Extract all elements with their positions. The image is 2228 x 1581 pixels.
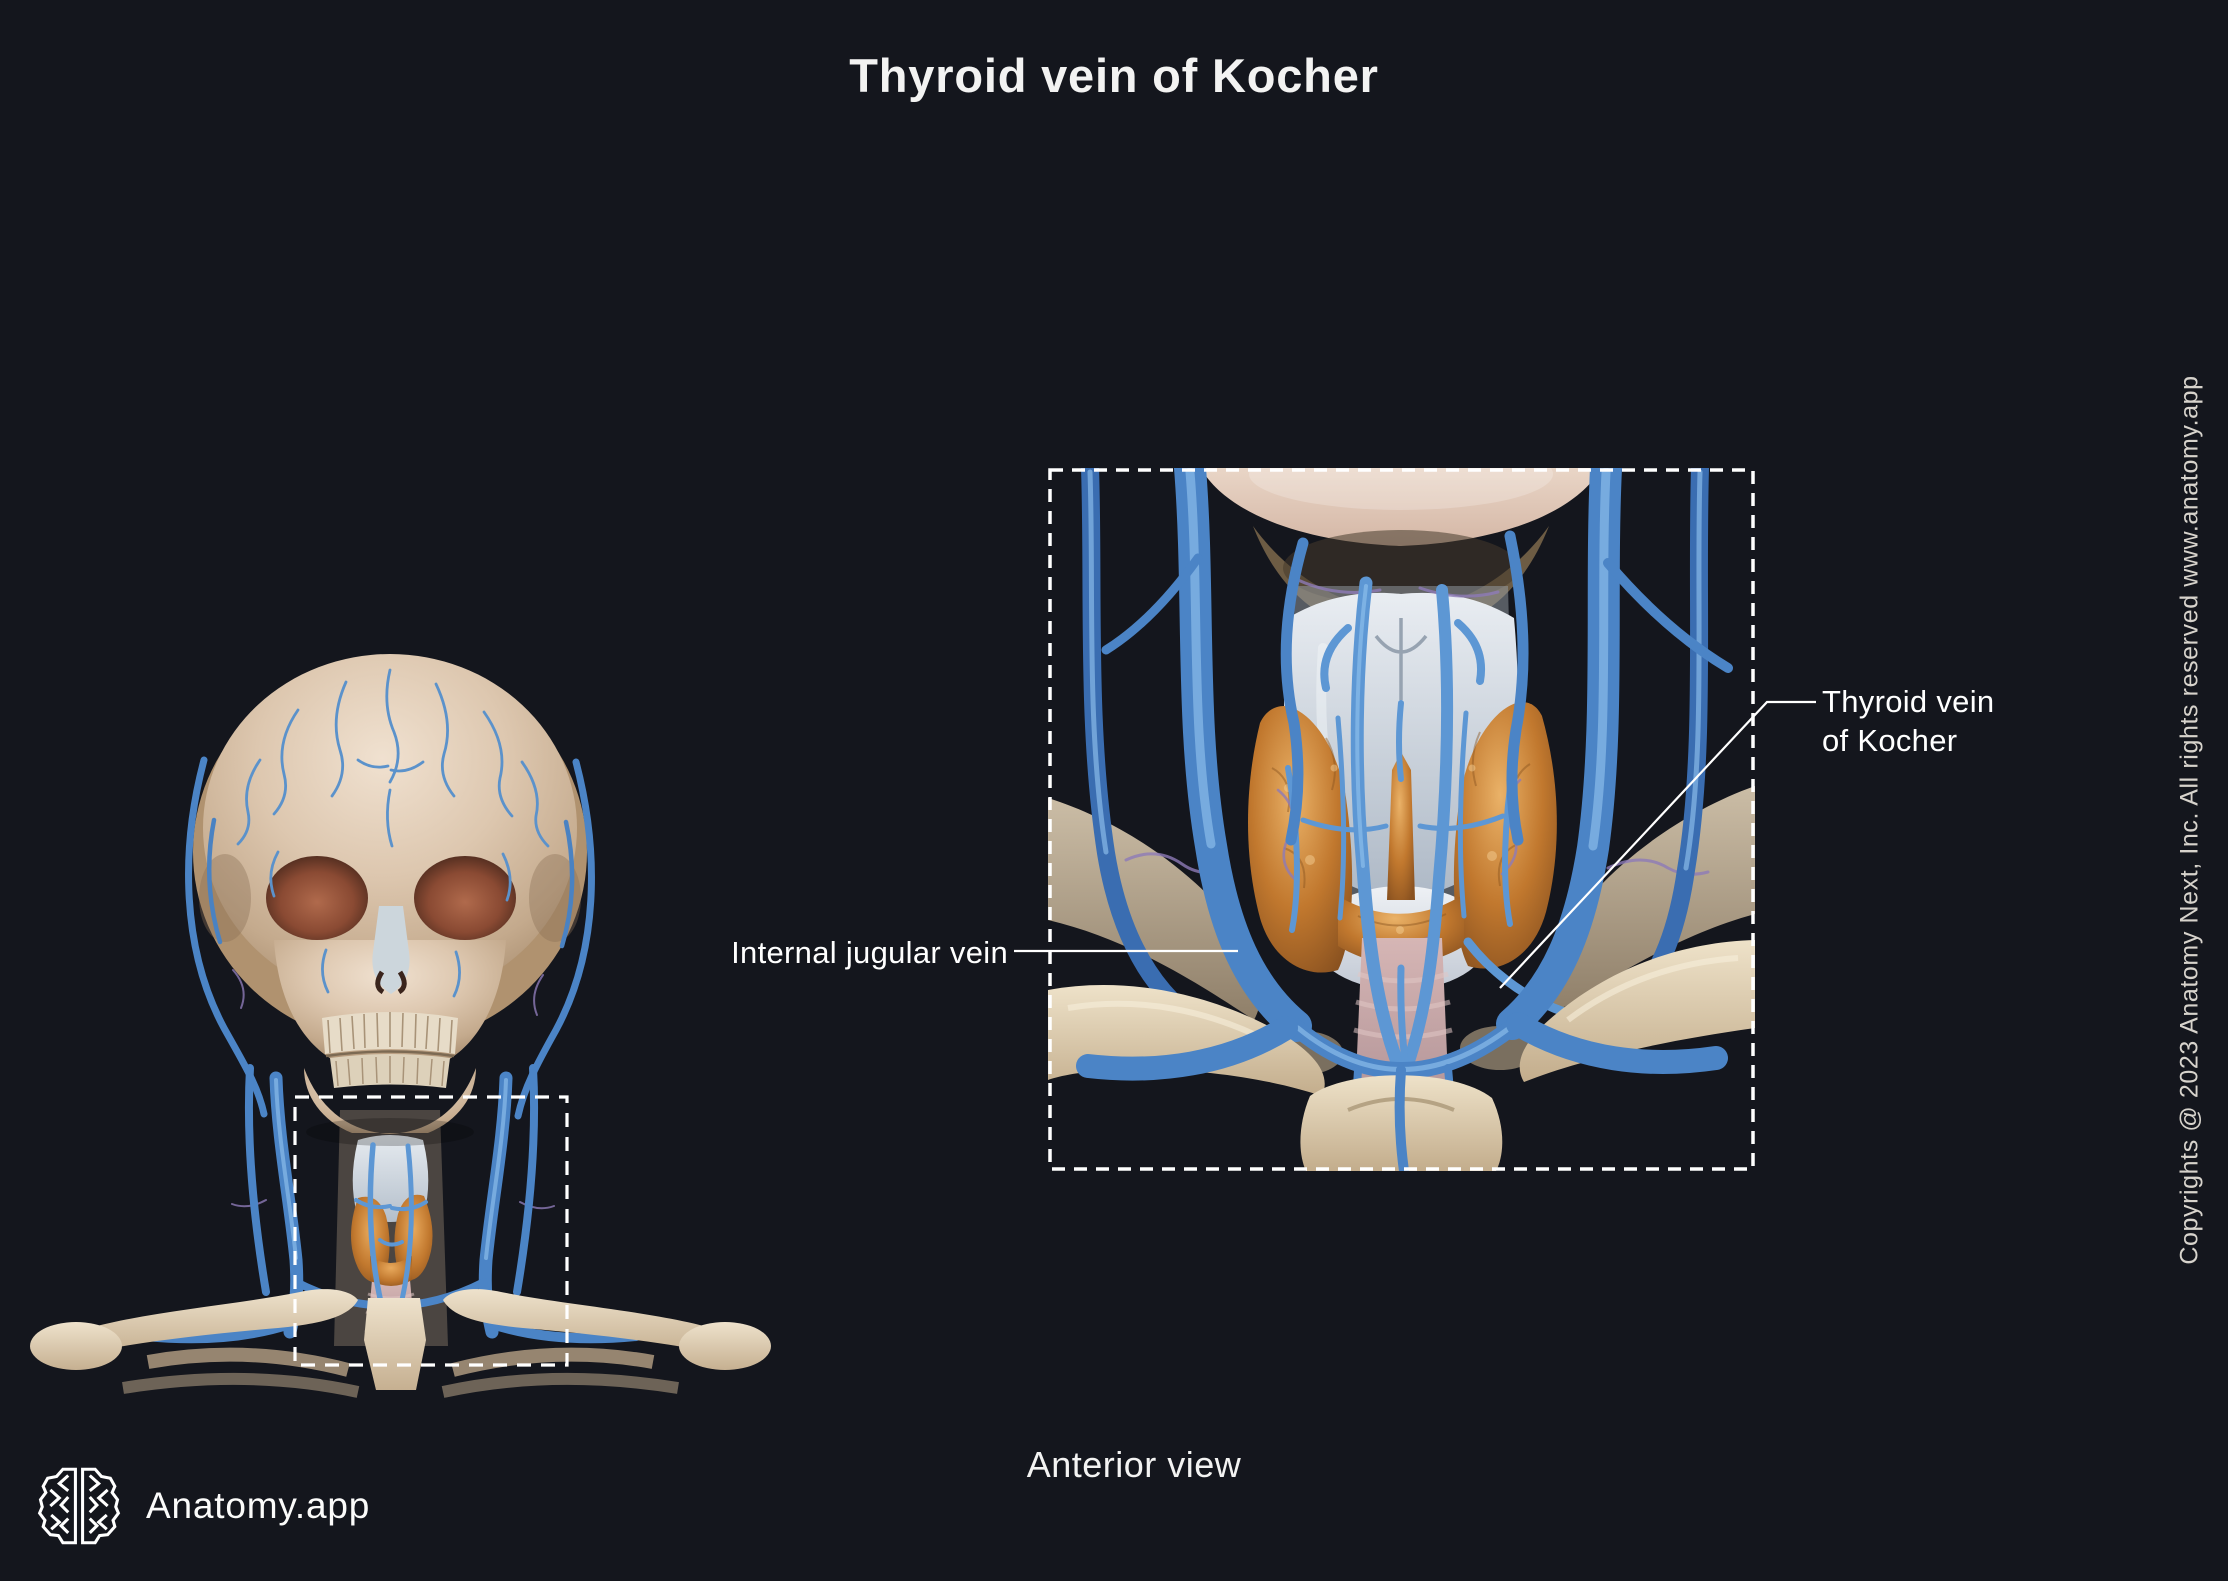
inset-dashed-border [1048,468,1755,1171]
scalp-veins [206,668,575,998]
nasal-aperture [375,970,407,995]
label-internal-jugular-vein: Internal jugular vein [731,935,1008,970]
label-thyroid-vein-line2: of Kocher [1822,723,1958,758]
brand-logo: Anatomy.app [36,1462,370,1550]
skull [193,654,587,1146]
anterior-neck-veins [1285,576,1569,1077]
view-caption: Anterior view [1026,1444,1242,1485]
small-purple-veins [231,969,555,1210]
overview-figure-skull [28,640,773,1400]
subclavian-vein-left [1076,1016,1298,1081]
thyroid-gland-small [351,1194,433,1286]
clavicle-left-small [76,1289,358,1354]
sternum-small [364,1298,426,1390]
brain-right-hemisphere [81,1467,121,1545]
skull-figure-svg [30,654,771,1398]
magnified-inset-figure [1048,468,1755,1171]
teeth [322,1012,458,1088]
roi-dashed-box [293,1095,569,1367]
page-title: Thyroid vein of Kocher [849,49,1379,102]
label-thyroid-vein-line1: Thyroid vein [1822,684,1995,719]
subclavian-vein-right [1506,1012,1728,1074]
shoulder-bones [30,1289,771,1398]
brain-left-hemisphere [37,1467,77,1545]
brain-logo-icon [37,1467,121,1545]
midline-vein [1394,1065,1409,1171]
label-thyroid-vein-of-kocher: Thyroid vein of Kocher [1822,682,1994,760]
thyroid-lobe-left [1248,706,1353,973]
thyroid-pyramidal-lobe [1387,752,1415,900]
clavicle-right-small [443,1289,725,1354]
brand-name: Anatomy.app [146,1485,371,1526]
orbit-left [266,856,368,940]
facial-vein-left [1280,537,1309,846]
inset-svg [1048,468,1755,1171]
orbit-right [414,856,516,940]
anterior-jugular-right [1400,584,1454,1076]
copyright-text: Copyrights @ 2023 Anatomy Next, Inc. All… [2175,375,2204,1265]
